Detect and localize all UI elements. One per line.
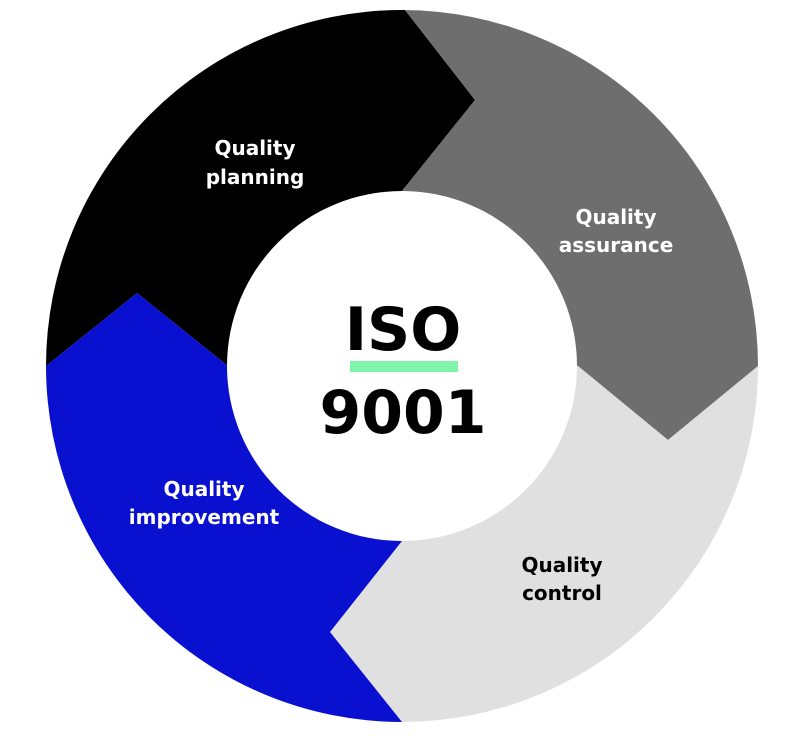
label-improvement-1: Quality — [163, 477, 244, 501]
label-assurance-2: assurance — [559, 233, 674, 257]
accent-bar — [350, 361, 458, 372]
label-control-1: Quality — [521, 553, 602, 577]
label-control-2: control — [522, 581, 602, 605]
label-planning-1: Quality — [214, 136, 295, 160]
label-planning-2: planning — [206, 165, 305, 189]
center-title-9001: 9001 — [320, 378, 487, 448]
center-title-iso: ISO — [345, 295, 462, 365]
label-improvement-2: improvement — [129, 505, 280, 529]
label-assurance-1: Quality — [575, 205, 656, 229]
